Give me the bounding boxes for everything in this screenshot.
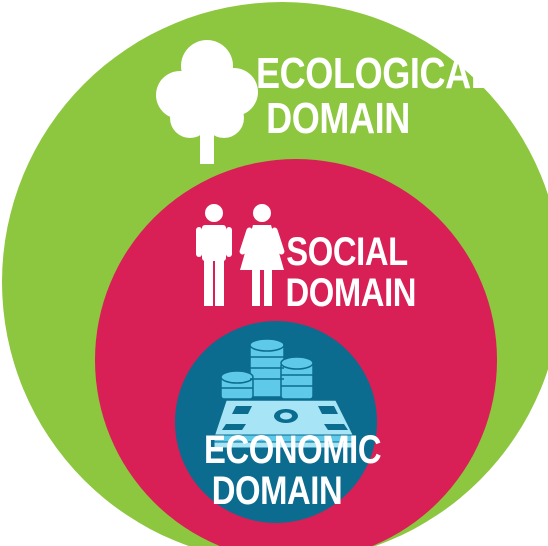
economic-label-line2: DOMAIN	[211, 468, 343, 513]
people-icon	[196, 204, 285, 306]
social-label-line2: DOMAIN	[285, 270, 417, 315]
social-label-line1: SOCIAL	[286, 230, 408, 274]
social-domain-label: SOCIAL DOMAIN	[285, 230, 417, 315]
tree-icon	[156, 40, 258, 164]
ecological-label-line1: ECOLOGICAL	[256, 49, 493, 98]
economic-label-line1: ECONOMIC	[204, 428, 382, 472]
ecological-domain-label: ECOLOGICAL DOMAIN	[256, 49, 493, 143]
ecological-label-line2: DOMAIN	[266, 93, 410, 143]
money-icon	[212, 338, 356, 449]
economic-domain-label: ECONOMIC DOMAIN	[204, 428, 382, 513]
